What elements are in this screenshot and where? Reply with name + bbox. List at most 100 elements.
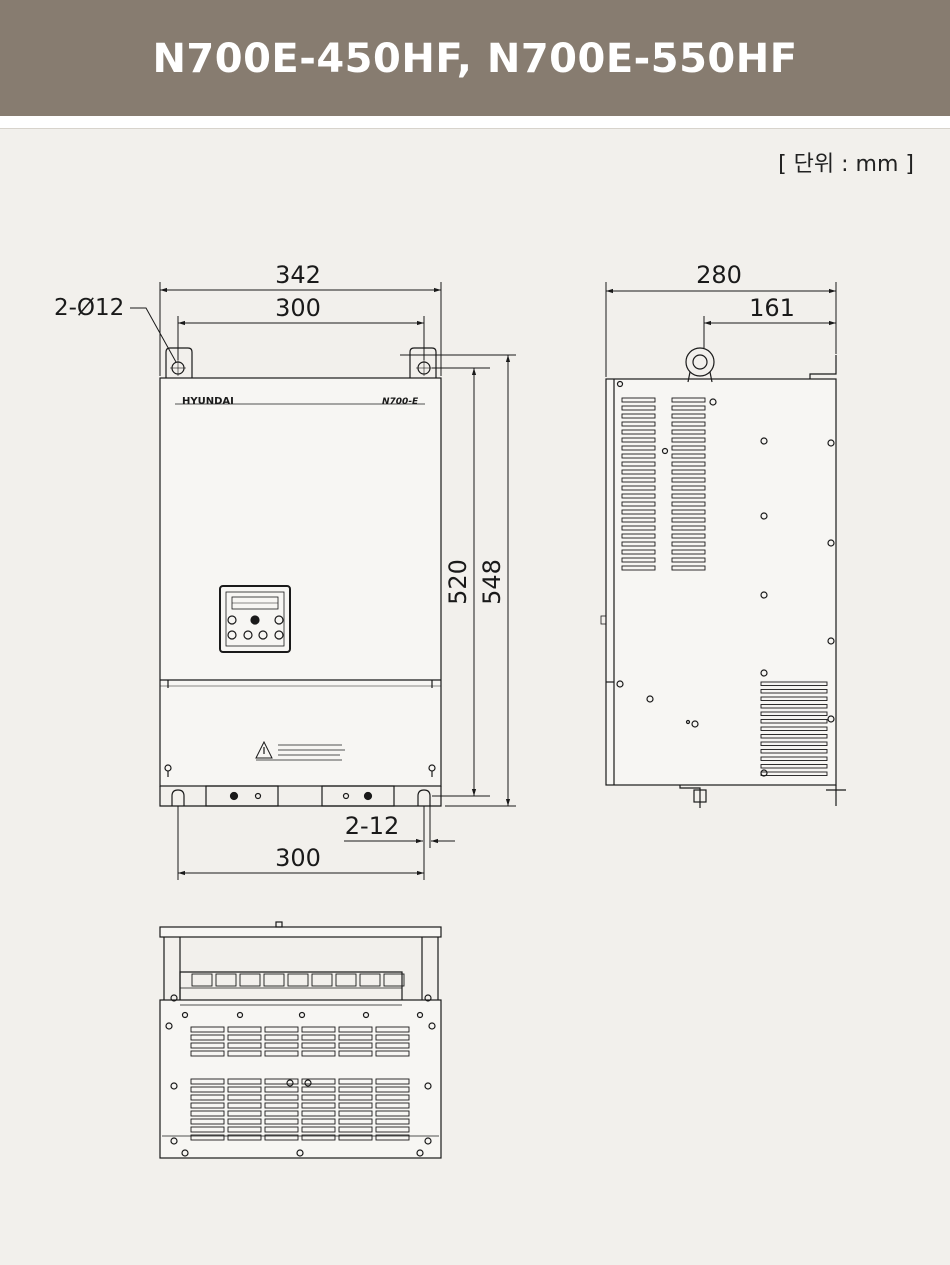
vent-slot	[264, 1042, 299, 1049]
dim-depth-total: 280	[696, 261, 742, 289]
vent-slot	[227, 1118, 262, 1125]
vent-slot	[227, 1094, 262, 1101]
vent-slot	[301, 1094, 336, 1101]
vent-slot	[621, 565, 656, 571]
front-brand-label: HYUNDAI	[182, 396, 234, 407]
vent-slot	[190, 1026, 225, 1033]
vent-slot	[375, 1026, 410, 1033]
vent-slot	[338, 1102, 373, 1109]
front-view	[159, 347, 442, 807]
vent-slot	[227, 1026, 262, 1033]
vent-slot	[760, 771, 828, 776]
vent-slot	[621, 549, 656, 555]
vent-slot	[671, 485, 706, 491]
vent-slot	[190, 1042, 225, 1049]
vent-slot	[760, 764, 828, 769]
vent-slot	[621, 461, 656, 467]
vent-slot	[671, 525, 706, 531]
vent-slot	[190, 1078, 225, 1085]
vent-slot	[671, 469, 706, 475]
vent-slot	[760, 749, 828, 754]
vent-slot	[359, 973, 381, 987]
vent-slot	[287, 973, 309, 987]
header-divider	[0, 116, 950, 129]
dim-width-total: 342	[275, 261, 321, 289]
vent-slot	[301, 1042, 336, 1049]
page-title: N700E-450HF, N700E-550HF	[152, 36, 798, 82]
vent-slot	[671, 429, 706, 435]
dim-mount-width-top: 300	[275, 294, 321, 322]
vent-slot	[335, 973, 357, 987]
vent-slot	[621, 397, 656, 403]
vent-slot	[190, 1094, 225, 1101]
vent-slot	[621, 485, 656, 491]
vent-slot	[375, 1078, 410, 1085]
vent-slot	[375, 1042, 410, 1049]
vent-slot	[264, 1034, 299, 1041]
vent-slot	[671, 557, 706, 563]
vent-slot	[264, 1118, 299, 1125]
vent-slot	[621, 453, 656, 459]
vent-slot	[621, 421, 656, 427]
side-view	[600, 347, 846, 808]
vent-slot	[760, 704, 828, 709]
vent-slot	[264, 1026, 299, 1033]
vent-slot	[671, 493, 706, 499]
vent-slot	[760, 689, 828, 694]
vent-slot	[338, 1126, 373, 1133]
vent-slot	[621, 429, 656, 435]
vent-slot	[760, 734, 828, 739]
vent-slot	[621, 413, 656, 419]
vent-slot	[264, 1078, 299, 1085]
vent-slot	[375, 1086, 410, 1093]
vent-slot	[227, 1042, 262, 1049]
vent-slot	[375, 1118, 410, 1125]
vent-slot	[671, 445, 706, 451]
dim-slot: 2-12	[345, 812, 399, 840]
vent-slot	[264, 1126, 299, 1133]
vent-slot	[671, 421, 706, 427]
vent-slot	[671, 413, 706, 419]
unit-label: [ 단위 : mm ]	[778, 152, 914, 177]
vent-slot	[375, 1102, 410, 1109]
vent-slot	[190, 1110, 225, 1117]
vent-slot	[338, 1134, 373, 1141]
vent-slot	[301, 1102, 336, 1109]
bottom-vents	[190, 973, 410, 1141]
vent-slot	[671, 501, 706, 507]
side-vents	[621, 397, 828, 776]
vent-slot	[671, 517, 706, 523]
vent-slot	[227, 1126, 262, 1133]
vent-slot	[671, 565, 706, 571]
vent-slot	[671, 541, 706, 547]
vent-slot	[190, 1102, 225, 1109]
vent-slot	[264, 1086, 299, 1093]
vent-slot	[190, 1126, 225, 1133]
vent-slot	[760, 726, 828, 731]
vent-slot	[227, 1078, 262, 1085]
vent-slot	[190, 1086, 225, 1093]
vent-slot	[671, 509, 706, 515]
vent-slot	[671, 405, 706, 411]
vent-slot	[301, 1078, 336, 1085]
vent-slot	[338, 1094, 373, 1101]
vent-slot	[671, 477, 706, 483]
vent-slot	[301, 1050, 336, 1057]
vent-slot	[671, 397, 706, 403]
vent-slot	[671, 453, 706, 459]
vent-slot	[190, 1118, 225, 1125]
vent-slot	[227, 1110, 262, 1117]
vent-slot	[621, 493, 656, 499]
vent-slot	[621, 525, 656, 531]
vent-slot	[264, 1110, 299, 1117]
vent-slot	[760, 741, 828, 746]
vent-slot	[671, 549, 706, 555]
side-dimensions	[605, 282, 837, 377]
dim-depth-partial: 161	[749, 294, 795, 322]
vent-slot	[338, 1078, 373, 1085]
vent-slot	[760, 696, 828, 701]
vent-slot	[227, 1050, 262, 1057]
vent-slot	[671, 437, 706, 443]
vent-slot	[760, 681, 828, 686]
